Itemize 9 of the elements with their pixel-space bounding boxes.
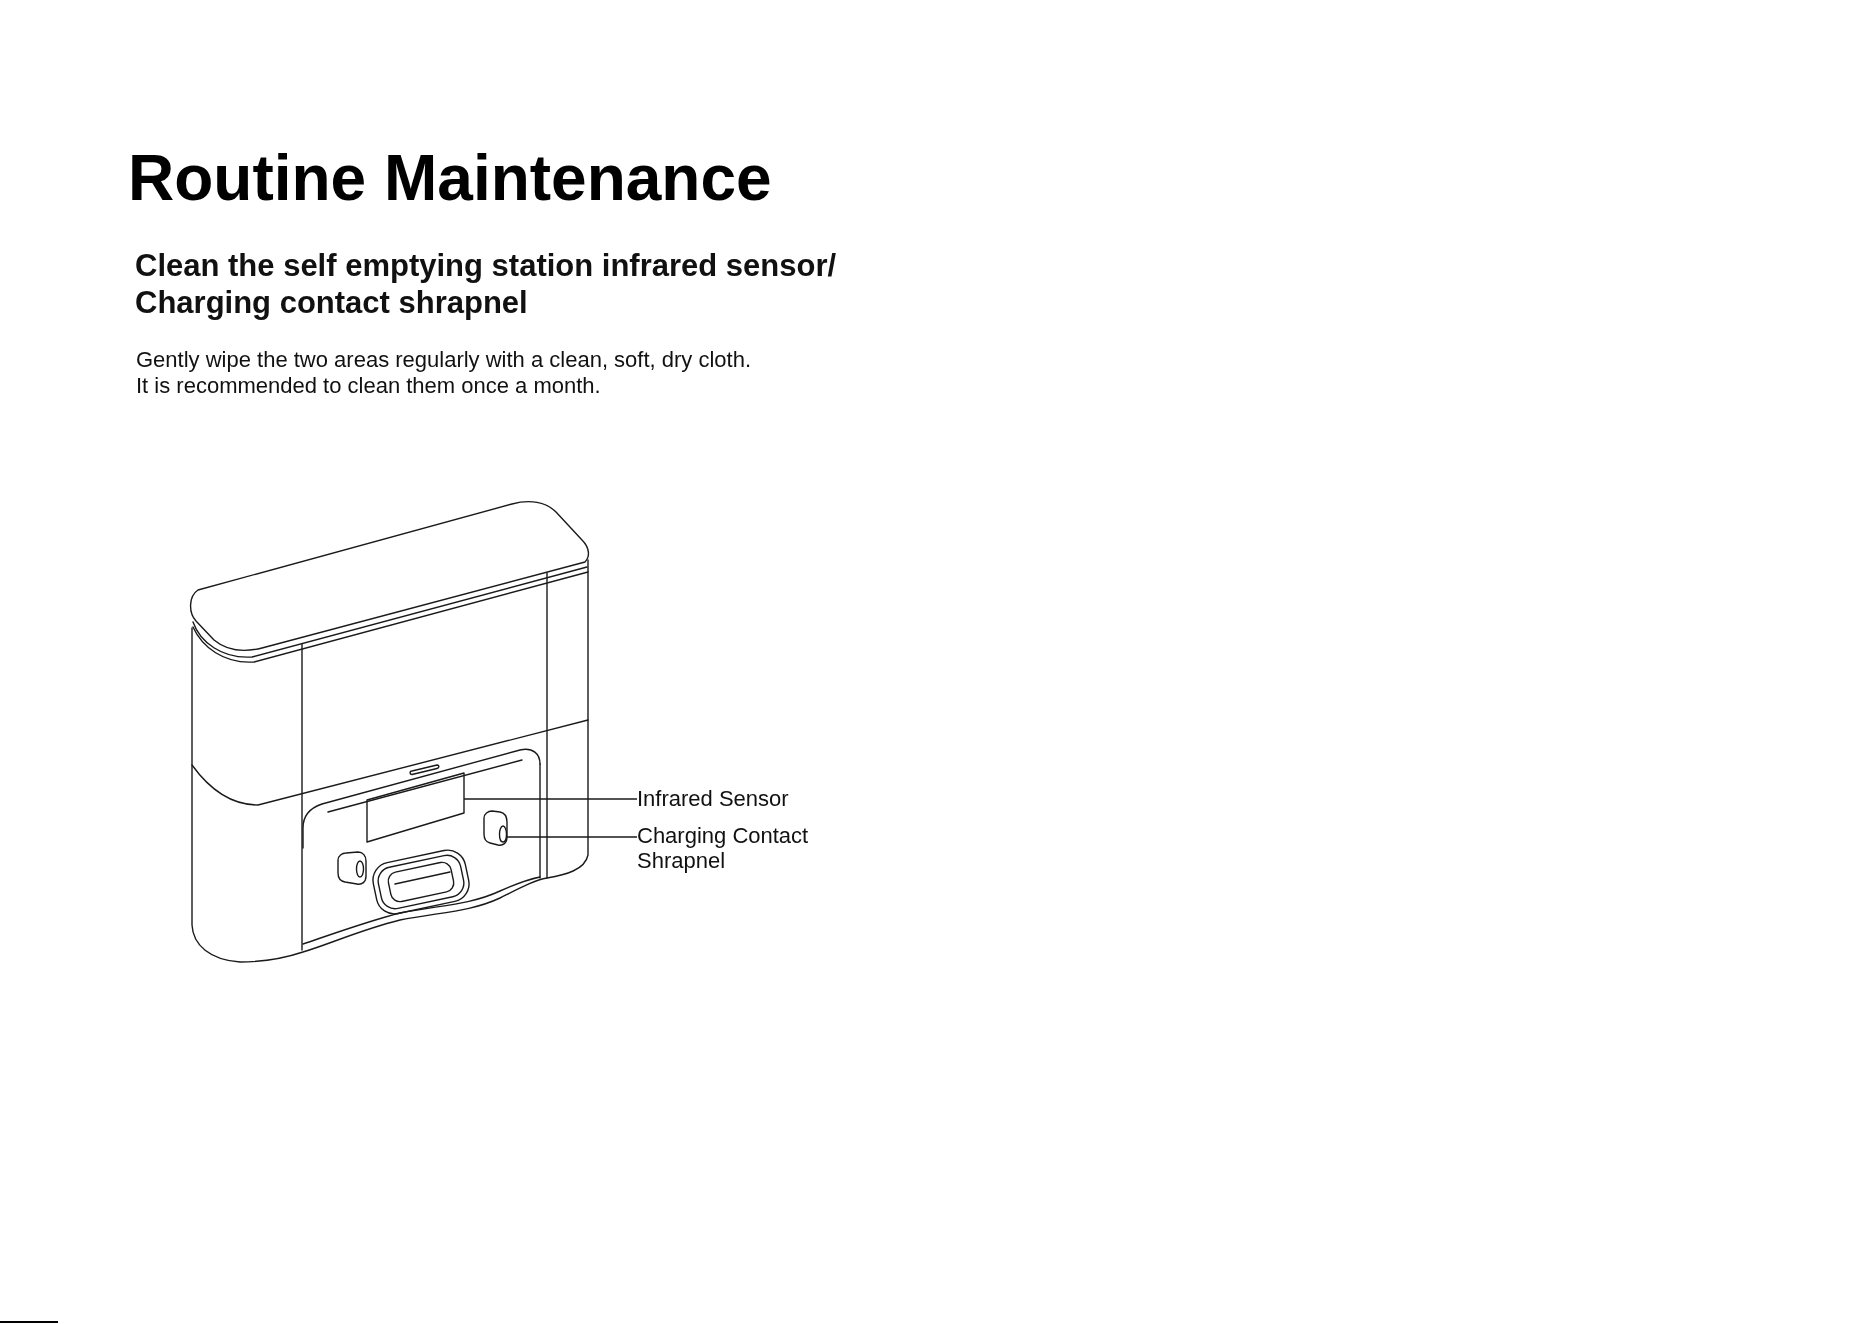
- leader-line: [506, 836, 638, 838]
- part-label: Infrared Sensor: [637, 786, 789, 811]
- charging-contact: [483, 810, 508, 846]
- section-heading: Clean the self emptying station infrared sensor/ Charging contact shrapnel: [135, 247, 838, 321]
- instruction-text: Gently wipe the two areas regularly with a clean, soft, dry cloth. It is recommended to clean them once a month.: [136, 347, 753, 399]
- sensor-window: [366, 772, 465, 843]
- leader-line: [463, 798, 638, 800]
- page-title: Routine Maintenance: [128, 142, 772, 216]
- part-label: Charging Contact Shrapnel: [637, 823, 819, 873]
